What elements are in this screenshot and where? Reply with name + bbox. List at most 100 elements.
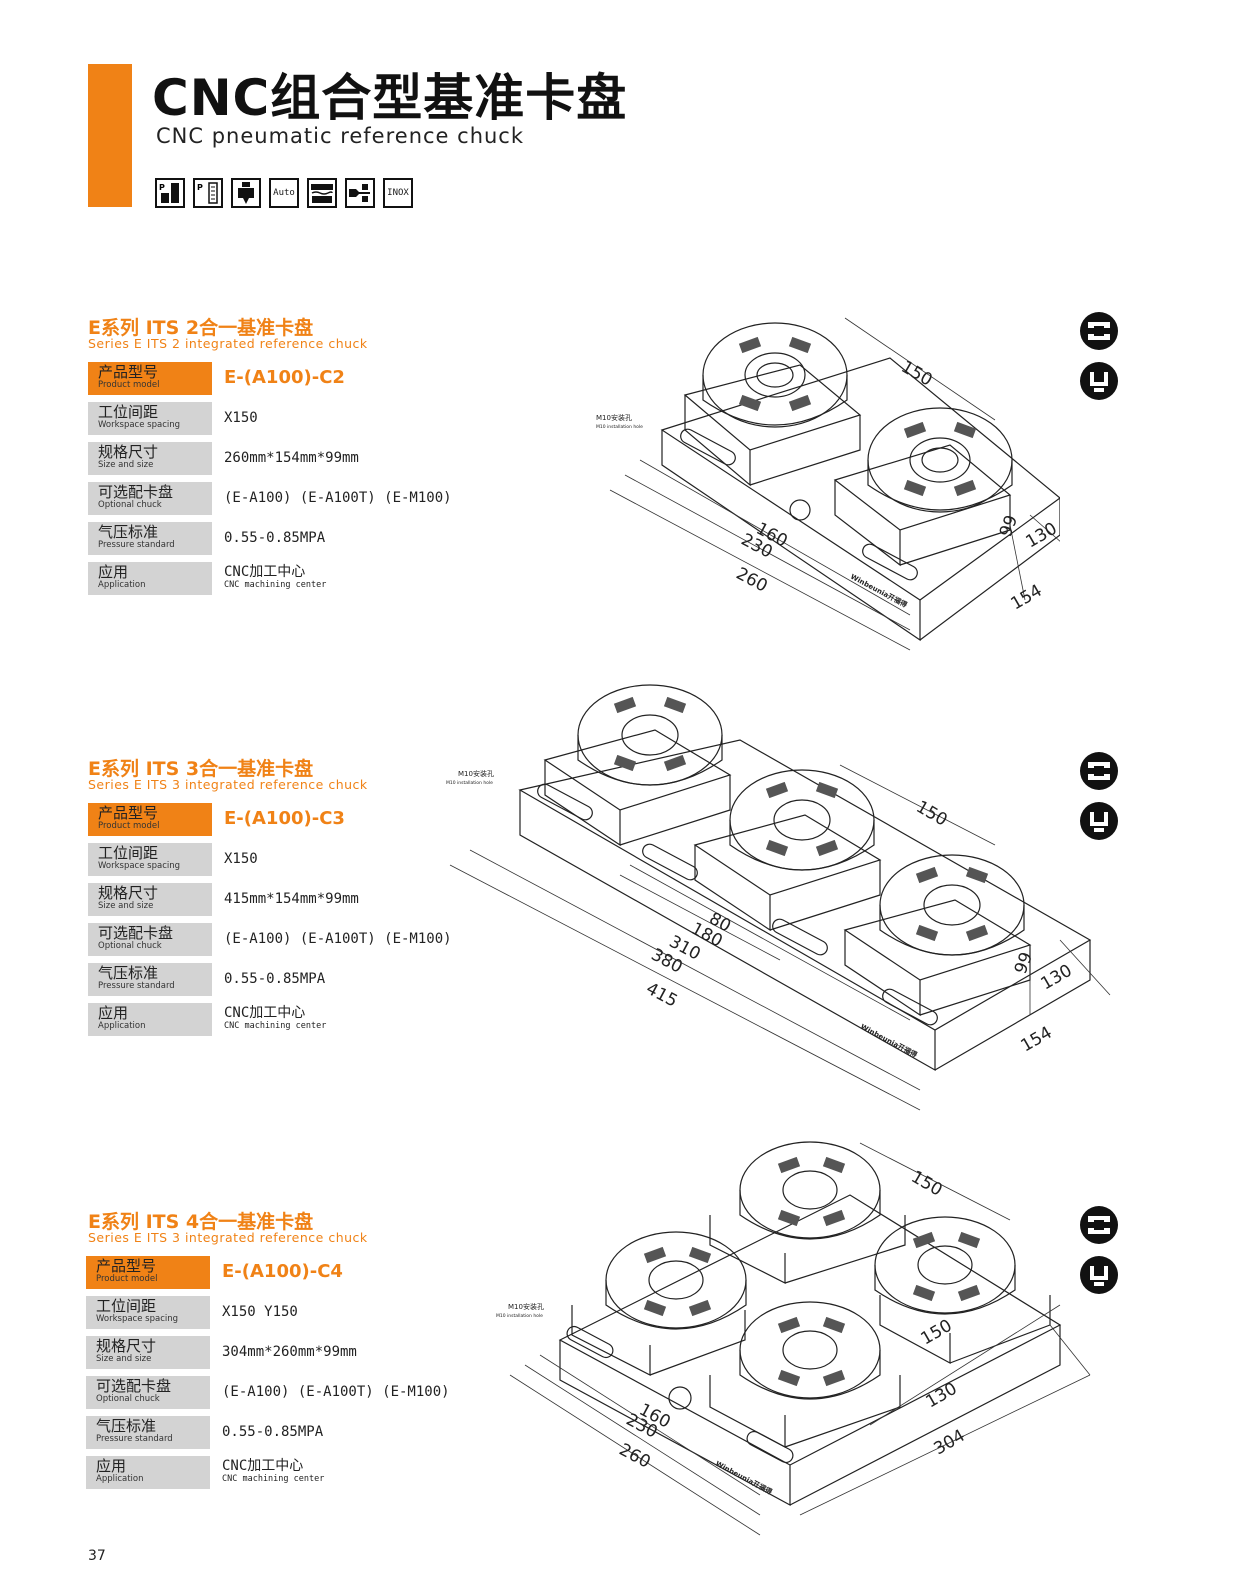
spec-value: E-(A100)-C4	[222, 1261, 343, 1282]
pressure-icon: P	[155, 178, 185, 208]
svg-text:260: 260	[616, 1440, 654, 1473]
chuck-drawing-c3: 150 80 180 310 380 415 99 130 154 M10安装孔…	[446, 684, 1111, 1111]
section-1-subtitle: Series E ITS 2 integrated reference chuc…	[88, 336, 368, 351]
spec-value: X150	[224, 851, 258, 867]
spec-value: 304mm*260mm*99mm	[222, 1344, 357, 1360]
section-1-title: E系列 ITS 2合一基准卡盘	[88, 317, 314, 339]
svg-text:304: 304	[931, 1426, 969, 1460]
side-icons-2	[1080, 752, 1118, 852]
spec-value: 260mm*154mm*99mm	[224, 450, 359, 466]
svg-text:Winbeunia开福得: Winbeunia开福得	[849, 572, 909, 610]
svg-text:130: 130	[923, 1379, 961, 1413]
svg-text:M10安装孔: M10安装孔	[458, 769, 494, 778]
clamp-type-icon	[1080, 1206, 1118, 1244]
svg-text:Winbeunia开福得: Winbeunia开福得	[859, 1022, 919, 1060]
svg-text:M10 installation hole: M10 installation hole	[446, 780, 493, 786]
cleaning-icon	[307, 178, 337, 208]
clamp-type-icon	[1080, 312, 1118, 350]
chuck-drawing-c2: 150 160 230 260 99 130 154 M10安装孔 M10 in…	[596, 317, 1061, 651]
svg-text:260: 260	[733, 564, 771, 597]
chuck-type-icon	[1080, 802, 1118, 840]
svg-text:415: 415	[643, 979, 681, 1012]
page-title: CNC组合型基准卡盘	[152, 69, 628, 127]
spec-value: 415mm*154mm*99mm	[224, 891, 359, 907]
spec-value: 0.55-0.85MPA	[224, 971, 326, 987]
svg-text:150: 150	[898, 357, 936, 391]
svg-text:150: 150	[913, 797, 951, 831]
svg-text:130: 130	[1023, 519, 1061, 553]
section-2-title: E系列 ITS 3合一基准卡盘	[88, 758, 314, 780]
chuck-type-icon	[1080, 1256, 1118, 1294]
svg-text:P: P	[159, 183, 165, 192]
accent-bar	[88, 64, 132, 207]
svg-text:M10安装孔: M10安装孔	[596, 413, 632, 422]
page-subtitle: CNC pneumatic reference chuck	[156, 124, 525, 148]
pressure-time-icon: P	[193, 178, 223, 208]
svg-text:M10安装孔: M10安装孔	[508, 1302, 544, 1311]
svg-text:154: 154	[1018, 1023, 1056, 1057]
inox-icon: INOX	[383, 178, 413, 208]
svg-text:130: 130	[1038, 961, 1076, 995]
clamp-icon	[231, 178, 261, 208]
spec-value: E-(A100)-C3	[224, 808, 345, 829]
section-3-subtitle: Series E ITS 3 integrated reference chuc…	[88, 1230, 368, 1245]
feature-icons: P P Auto INOX	[155, 178, 413, 208]
spec-value: (E-A100) (E-A100T) (E-M100)	[224, 931, 452, 947]
chuck-type-icon	[1080, 362, 1118, 400]
spec-value: 0.55-0.85MPA	[224, 530, 326, 546]
spec-value: X150	[224, 410, 258, 426]
spec-value: (E-A100) (E-A100T) (E-M100)	[222, 1384, 450, 1400]
section-2-subtitle: Series E ITS 3 integrated reference chuc…	[88, 777, 368, 792]
side-icons-1	[1080, 312, 1118, 412]
section-3-title: E系列 ITS 4合一基准卡盘	[88, 1211, 314, 1233]
chuck-drawing-c4: 150 150 160 230 260 130 304 M10安装孔 M10 i…	[496, 1141, 1091, 1536]
page-number: 37	[88, 1548, 106, 1564]
svg-text:150: 150	[908, 1167, 946, 1201]
svg-text:P: P	[197, 183, 203, 192]
spec-value: E-(A100)-C2	[224, 367, 345, 388]
gripper-icon	[345, 178, 375, 208]
svg-text:154: 154	[1008, 581, 1046, 615]
clamp-type-icon	[1080, 752, 1118, 790]
spec-value: X150 Y150	[222, 1304, 298, 1320]
svg-text:99: 99	[996, 513, 1022, 540]
svg-text:M10 installation hole: M10 installation hole	[496, 1313, 543, 1319]
auto-icon: Auto	[269, 178, 299, 208]
